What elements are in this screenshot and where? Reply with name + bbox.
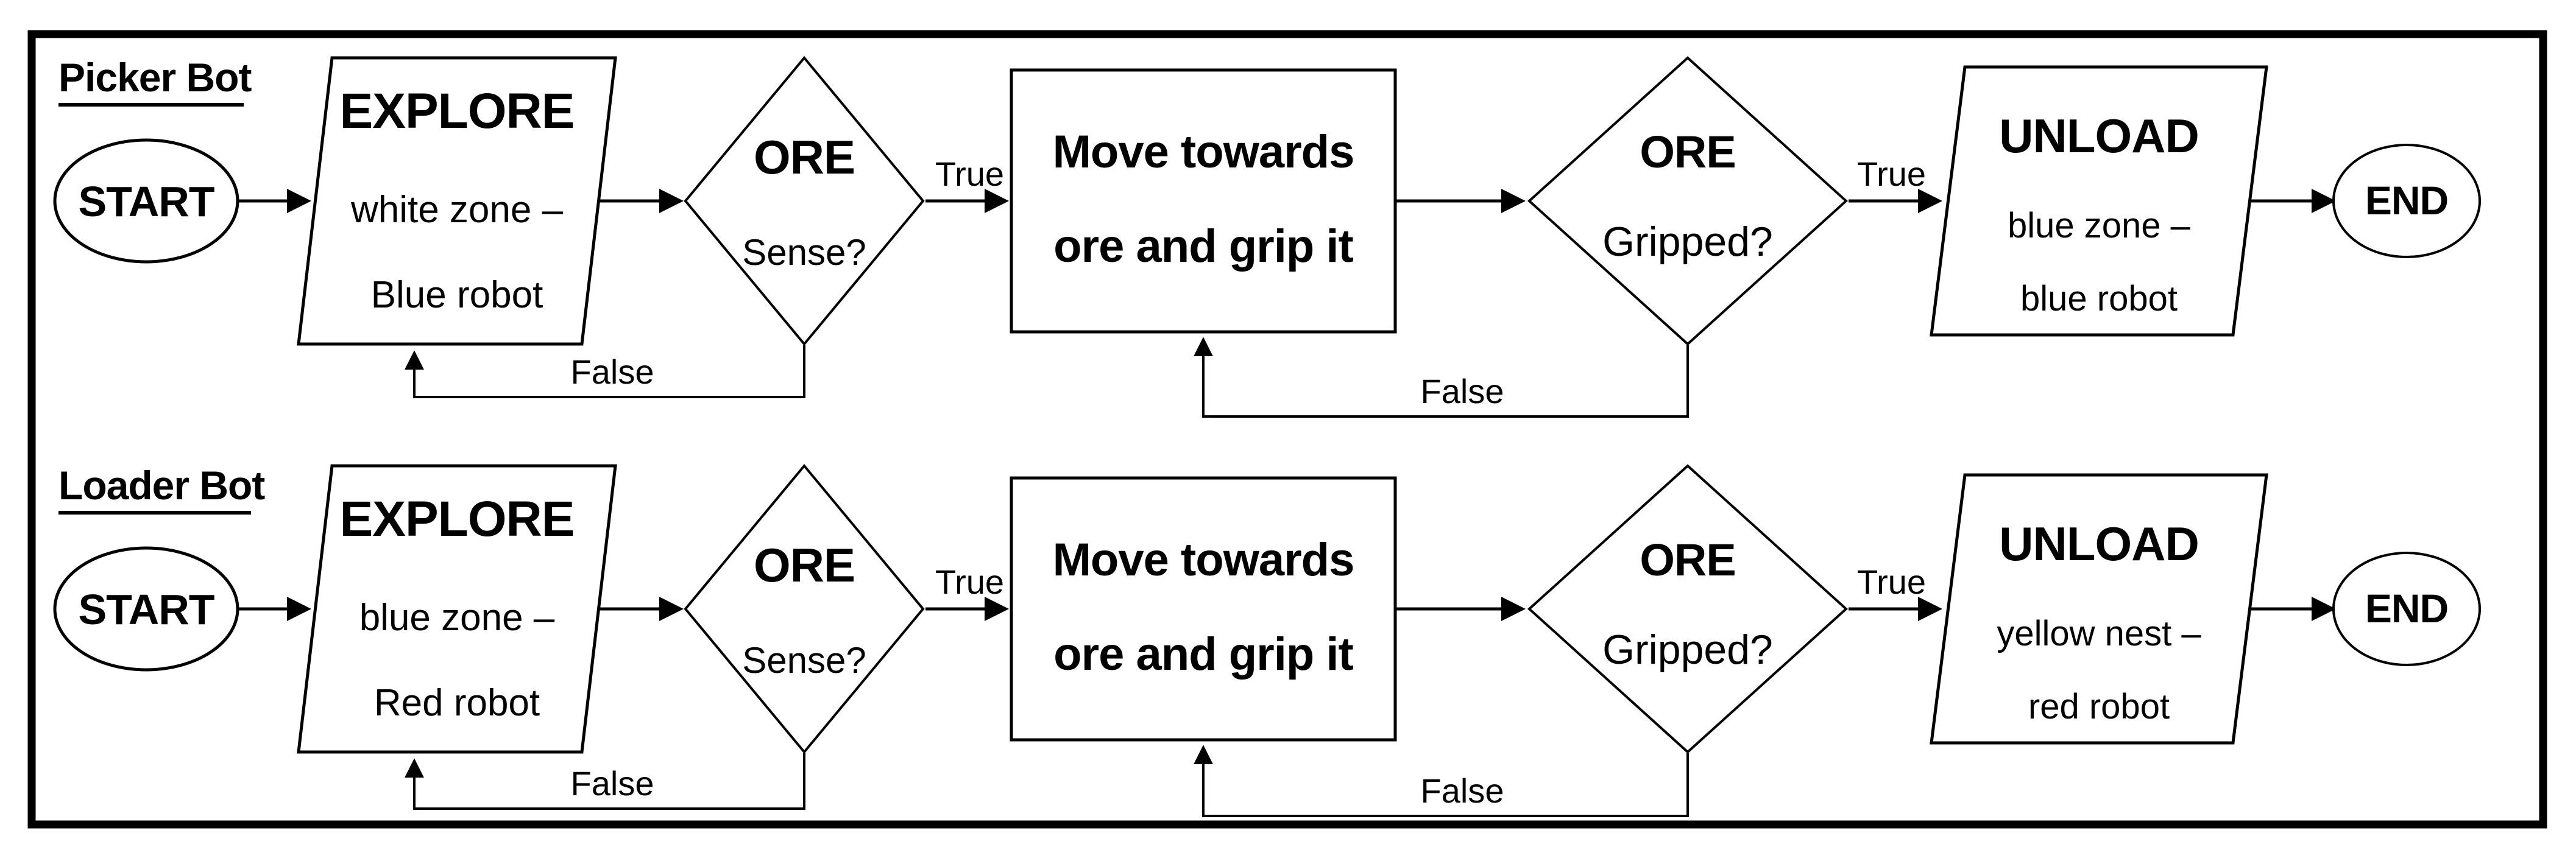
explore-parallelogram [297,56,617,346]
sense-question: Sense? [742,232,866,273]
end-terminator [2332,552,2481,666]
gripped-false-label: False [1421,372,1504,410]
process-line1: Move towards [1053,126,1354,178]
unload-subtitle2: red robot [2028,687,2170,726]
flow-row-picker-bot: Picker Bot START EXPLORE white zone – Bl… [53,55,2481,418]
start-terminator [53,138,239,264]
row-title: Picker Bot [58,55,252,100]
explore-subtitle1: white zone – [350,189,564,231]
loop-sense-false-to-explore [405,753,805,810]
explore-parallelogram [297,464,617,754]
explore-subtitle2: Red robot [374,682,540,724]
gripped-true-label: True [1857,563,1926,601]
explore-subtitle1: blue zone – [359,597,555,639]
gripped-false-label: False [1421,771,1504,810]
end-terminator [2332,144,2481,258]
ore-gripped-decision [1527,56,1848,346]
gripped-question: Gripped? [1602,627,1773,673]
gripped-title: ORE [1640,535,1735,585]
sense-title: ORE [754,538,855,592]
unload-subtitle2: blue robot [2020,279,2178,318]
gripped-true-label: True [1857,155,1926,193]
loop-gripped-false-to-process [1194,337,1689,418]
explore-title: EXPLORE [340,83,575,139]
move-process-box [1010,476,1397,742]
start-terminator [53,546,239,672]
sense-title: ORE [754,130,855,184]
unload-title: UNLOAD [1999,517,2199,571]
explore-subtitle2: Blue robot [371,274,543,316]
flow-row-loader-bot: Loader Bot START EXPLORE blue zone – Red… [53,463,2481,817]
row-title: Loader Bot [58,463,265,508]
process-line2: ore and grip it [1053,628,1353,680]
start-label: START [78,586,214,633]
sense-false-label: False [571,353,654,391]
sense-true-label: True [935,155,1004,193]
sense-question: Sense? [742,640,866,681]
loop-gripped-false-to-process [1194,745,1689,817]
unload-subtitle1: blue zone – [2008,206,2191,245]
end-label: END [2365,178,2448,223]
unload-parallelogram [1930,65,2268,337]
sense-true-label: True [935,563,1004,601]
ore-sense-decision [684,463,925,754]
unload-title: UNLOAD [1999,109,2199,163]
end-label: END [2365,586,2448,631]
explore-title: EXPLORE [340,491,575,547]
gripped-title: ORE [1640,127,1735,177]
process-line1: Move towards [1053,534,1354,586]
move-process-box [1010,68,1397,334]
loop-sense-false-to-explore [405,345,805,398]
sense-false-label: False [571,764,654,803]
ore-sense-decision [684,55,925,346]
start-label: START [78,178,214,225]
unload-parallelogram [1930,473,2268,745]
gripped-question: Gripped? [1602,219,1773,265]
diagram-border [27,30,2547,829]
ore-gripped-decision [1527,464,1848,754]
process-line2: ore and grip it [1053,220,1353,272]
unload-subtitle1: yellow nest – [1997,614,2201,653]
